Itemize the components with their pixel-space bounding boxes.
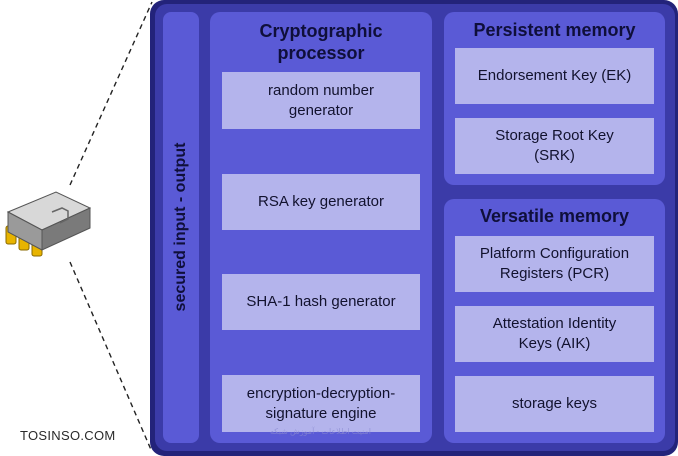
versatile-memory-title: Versatile memory [479,206,630,226]
sha1-hash-generator-box: SHA-1 hash generator [222,274,420,330]
secured-io-label: secured input - output [172,142,189,312]
crypto-processor-title: Cryptographic processor [259,21,383,63]
aik-box: Attestation Identity Keys (AIK) [455,306,654,362]
crypto-processor-panel: Cryptographic processor random number ge… [210,12,432,443]
watermark-text: امنیت اطلاعات - آموزش شبکه [270,427,371,436]
persistent-memory-title: Persistent memory [473,20,636,40]
chip-icon [5,191,92,257]
brand-label: TOSINSO.COM [20,428,116,443]
storage-keys-box: storage keys [455,376,654,432]
pcr-box: Platform Configuration Registers (PCR) [455,236,654,292]
random-number-generator-box: random number generator [222,72,420,129]
persistent-memory-panel: Persistent memory Endorsement Key (EK) S… [444,12,665,185]
endorsement-key-box: Endorsement Key (EK) [455,48,654,104]
storage-root-key-box: Storage Root Key (SRK) [455,118,654,174]
secured-io-bar [163,12,199,443]
versatile-memory-panel: Versatile memory Platform Configuration … [444,199,665,443]
encryption-engine-box: encryption-decryption-signature engine [222,375,420,432]
rsa-key-generator-box: RSA key generator [222,174,420,230]
